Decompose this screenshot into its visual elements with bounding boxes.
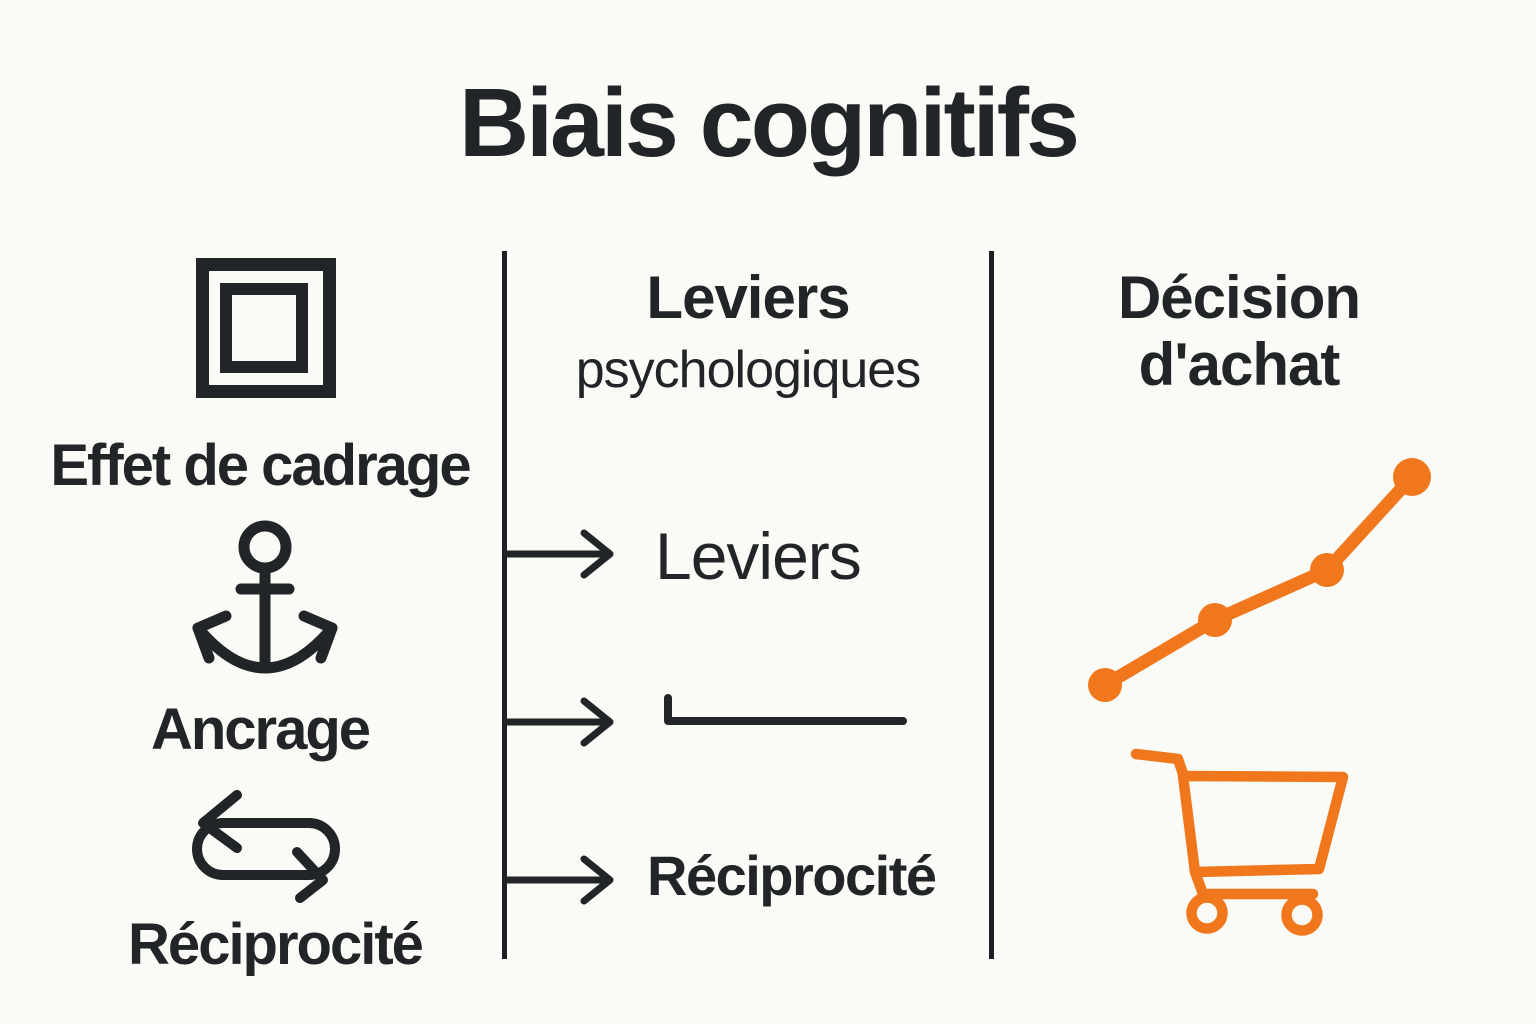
arrow-right-icon <box>504 850 629 910</box>
anchor-icon <box>192 520 338 680</box>
rising-trend-line-icon <box>1088 458 1431 702</box>
reciprocity-loop-icon <box>190 785 340 907</box>
levers-column-subheader: psychologiques <box>575 341 921 399</box>
column-divider-right <box>989 251 994 959</box>
arrow-right-icon <box>504 692 629 752</box>
decision-column-header: Décision <box>1117 264 1361 331</box>
lever-label-reciprocity: Réciprocité <box>647 844 937 907</box>
page-title: Biais cognitifs <box>459 68 1080 177</box>
framing-squares-icon <box>196 258 336 398</box>
lever-line-icon <box>655 690 915 735</box>
decision-column-header-line2: d'achat <box>1138 331 1341 398</box>
lever-label-leviers: Leviers <box>655 519 862 593</box>
column-divider-left <box>502 251 507 959</box>
bias-label-framing: Effet de cadrage <box>50 433 471 498</box>
arrow-right-icon <box>504 524 629 584</box>
bias-label-anchoring: Ancrage <box>150 697 371 762</box>
shopping-cart-icon <box>1130 745 1360 940</box>
levers-column-header: Leviers <box>646 264 850 331</box>
bias-label-reciprocity: Réciprocité <box>128 912 424 977</box>
trend-chart <box>1080 435 1440 715</box>
